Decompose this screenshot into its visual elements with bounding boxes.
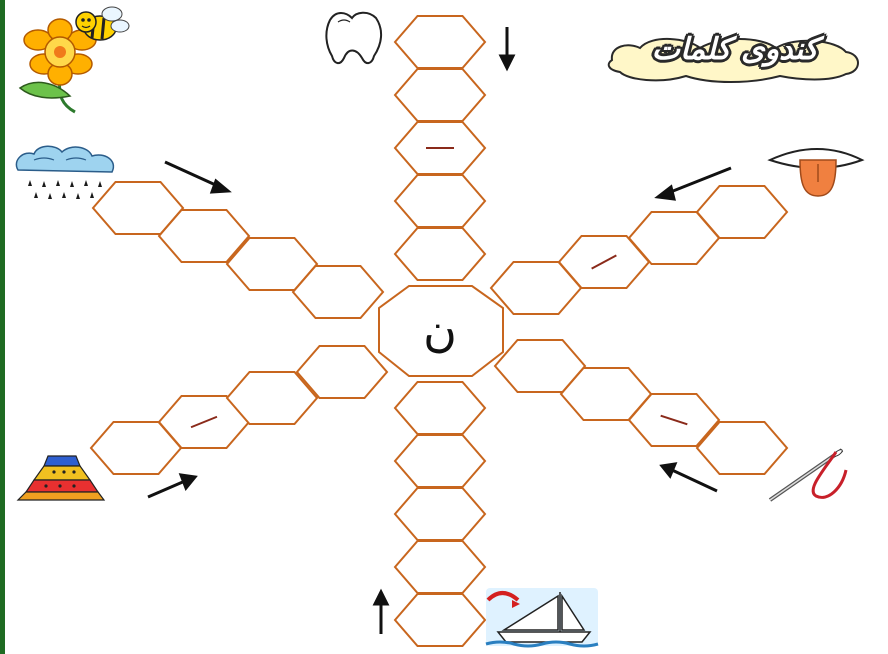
- hex-cell-skirt[interactable]: [295, 345, 389, 399]
- arrow-lower-left: [147, 473, 198, 499]
- hex-cell-boat[interactable]: [393, 593, 487, 647]
- arrow-lower-right: [659, 462, 718, 493]
- hex-cell-tooth[interactable]: [393, 15, 487, 69]
- arrow-top: [498, 27, 516, 72]
- dash-mark-tongue: [591, 254, 617, 270]
- hex-cell-boat[interactable]: [393, 487, 487, 541]
- hex-cell-boat[interactable]: [393, 434, 487, 488]
- hex-cell-skirt[interactable]: [225, 371, 319, 425]
- arrow-upper-right: [654, 166, 732, 201]
- dash-mark-skirt: [190, 415, 218, 429]
- arrow-upper-left: [164, 160, 232, 194]
- sailboat-icon: [485, 588, 599, 648]
- needle-thread-icon: [768, 448, 848, 502]
- left-border: [0, 0, 5, 654]
- rain-cloud-icon: [15, 145, 115, 199]
- title-badge: کندوی کلمات: [600, 20, 870, 90]
- hex-cell-tongue[interactable]: [489, 261, 583, 315]
- dash-mark-needle: [660, 414, 688, 426]
- hex-cell-needle[interactable]: [493, 339, 587, 393]
- title-cloud-shape: [607, 37, 859, 83]
- arrow-bottom: [372, 588, 390, 634]
- hex-cell-tooth[interactable]: [393, 174, 487, 228]
- hex-cell-tongue[interactable]: [627, 211, 721, 265]
- tooth-icon: [325, 11, 382, 64]
- hex-cell-rain[interactable]: [157, 209, 251, 263]
- hex-cell-rain[interactable]: [291, 265, 385, 319]
- hex-cell-boat[interactable]: [393, 381, 487, 435]
- tongue-icon: [767, 148, 865, 197]
- hex-cell-tooth[interactable]: [393, 68, 487, 122]
- hex-cell-rain[interactable]: [225, 237, 319, 291]
- page-title: کندوی کلمات: [651, 32, 819, 67]
- hex-cell-tooth[interactable]: [393, 227, 487, 281]
- hex-cell-boat[interactable]: [393, 540, 487, 594]
- center-hexagon: [378, 285, 504, 377]
- hex-cell-rain[interactable]: [91, 181, 185, 235]
- center-letter: ن: [423, 303, 457, 357]
- skirt-icon: [16, 455, 106, 501]
- flower-bee-icon: [18, 6, 130, 114]
- hex-cell-needle[interactable]: [695, 421, 789, 475]
